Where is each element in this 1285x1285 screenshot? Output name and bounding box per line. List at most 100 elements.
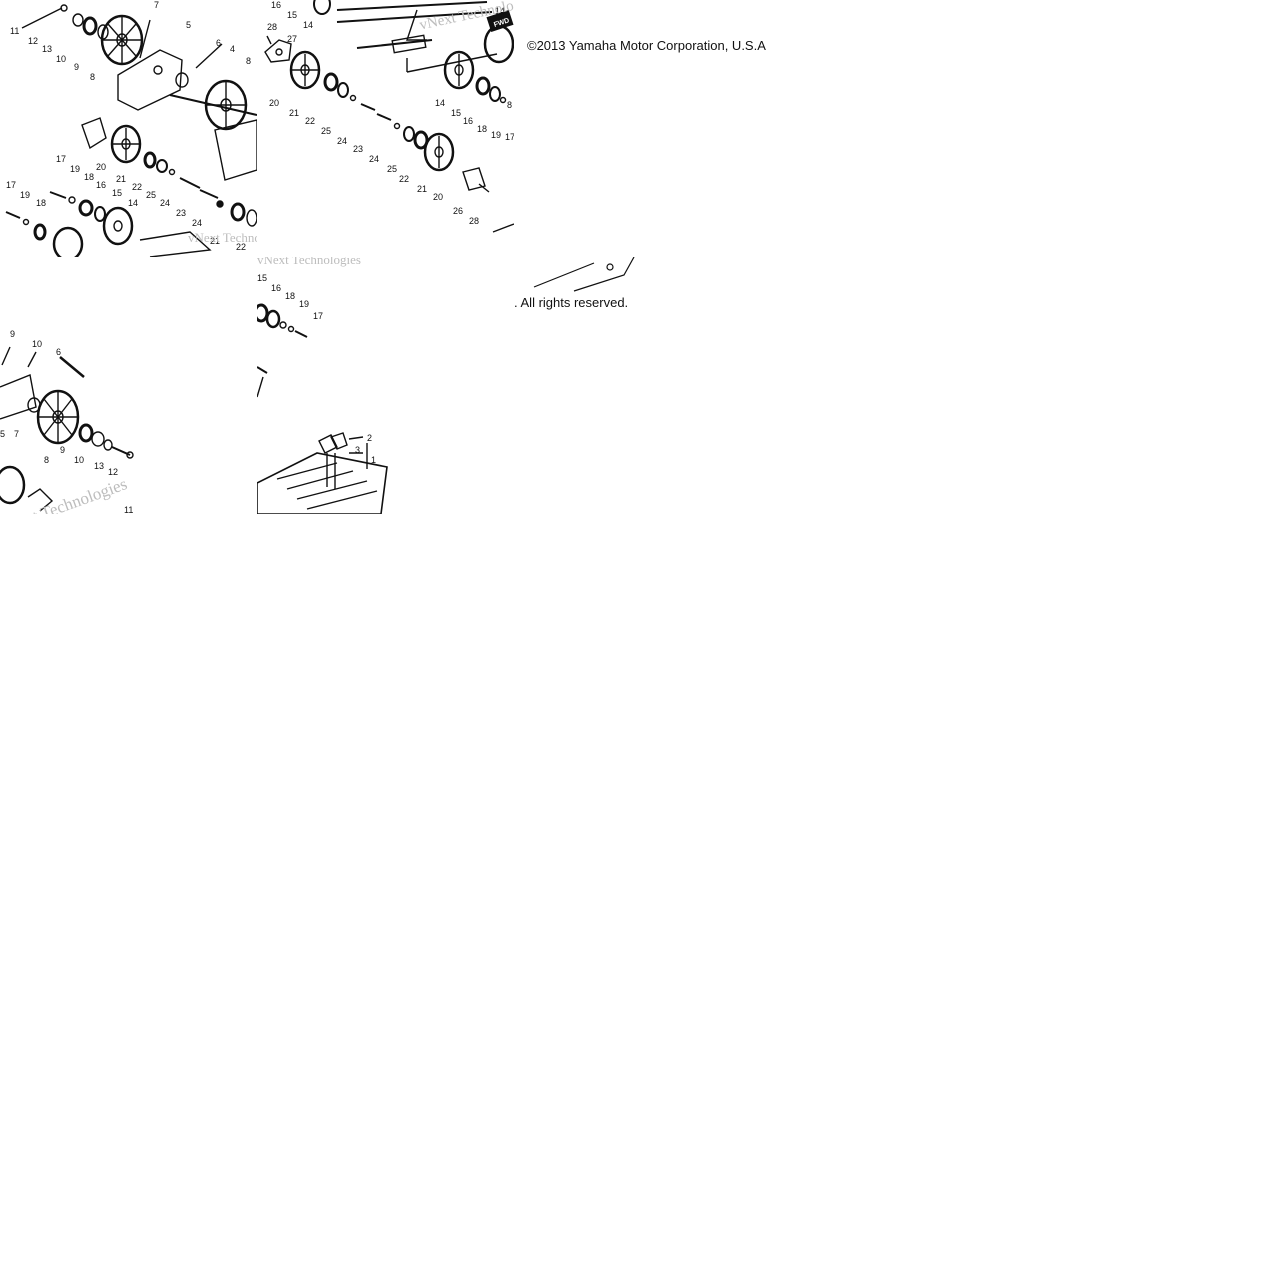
- idler-wheel-small: [102, 206, 134, 246]
- part-callout-number: 16: [463, 116, 473, 126]
- washer: [168, 168, 176, 176]
- copyright-tile-bottom: . All rights reserved.: [514, 257, 644, 317]
- bearing: [78, 199, 94, 217]
- slide-rail: [336, 1, 488, 11]
- part-callout-number: 3: [355, 445, 360, 455]
- part-callout-number: 21: [116, 174, 126, 184]
- leader-line: [1, 346, 11, 366]
- bolt-head: [60, 4, 68, 12]
- part-callout-number: 1: [371, 455, 376, 465]
- bearing: [143, 151, 157, 169]
- callout-bracket: [348, 436, 368, 469]
- pin: [195, 43, 223, 69]
- part-callout-number: 20: [269, 98, 279, 108]
- idler-wheel-small: [443, 50, 475, 90]
- tile1-label-layer: 1112131098756482021222524232417191816151…: [6, 0, 257, 252]
- part-callout-number: 12: [28, 36, 38, 46]
- part-callout-number: 14: [128, 198, 138, 208]
- part-callout-number: 16: [271, 283, 281, 293]
- washer: [499, 96, 507, 104]
- exploded-view-suspension-frame: [264, 0, 514, 233]
- bolt: [294, 330, 308, 338]
- part-callout-number: 19: [491, 130, 501, 140]
- frame-strut: [406, 9, 427, 41]
- bolt: [478, 183, 490, 193]
- collar: [265, 309, 281, 329]
- part-callout-number: 8: [246, 56, 251, 66]
- bolt: [266, 35, 272, 45]
- track-lug: [276, 462, 378, 510]
- diagram-fragment: [533, 257, 635, 292]
- part-callout-number: 15: [287, 10, 297, 20]
- part-callout-number: 13: [94, 461, 104, 471]
- part-callout-number: 7: [14, 429, 19, 439]
- collar: [94, 206, 106, 222]
- rights-text: . All rights reserved.: [514, 295, 629, 310]
- part-callout-number: 18: [477, 124, 487, 134]
- frame-line: [573, 257, 635, 292]
- part-callout-number: 14: [435, 98, 445, 108]
- part-callout-number: 5: [0, 429, 5, 439]
- part-callout-number: 16: [96, 180, 106, 190]
- track-belt: [257, 452, 388, 514]
- part-callout-number: 9: [74, 62, 79, 72]
- frame-rail: [139, 231, 212, 257]
- idler-wheel-small: [52, 226, 84, 257]
- wheel-edge: [246, 209, 257, 227]
- washer: [349, 94, 357, 102]
- leader-line: [257, 376, 264, 398]
- washer: [103, 439, 113, 451]
- spacer: [175, 72, 189, 88]
- part-callout-number: 4: [230, 44, 235, 54]
- swing-arm: [0, 374, 37, 420]
- bracket-hole: [153, 65, 163, 75]
- part-callout-number: 17: [56, 154, 66, 164]
- part-callout-number: 18: [84, 172, 94, 182]
- idler-wheel-small: [423, 132, 455, 172]
- part-callout-number: 21: [289, 108, 299, 118]
- idler-wheel-small: [0, 465, 26, 505]
- part-callout-number: 21: [417, 184, 427, 194]
- washer: [72, 13, 84, 27]
- part-callout-number: 10: [32, 339, 42, 349]
- bearing: [230, 202, 246, 222]
- part-callout-number: 11: [10, 26, 19, 36]
- part-callout-number: 19: [70, 164, 80, 174]
- part-callout-number: 15: [257, 273, 267, 283]
- leader-line: [492, 223, 514, 233]
- part-callout-number: 28: [267, 22, 277, 32]
- washer: [279, 321, 287, 329]
- swing-arm-bracket: [117, 49, 183, 111]
- part-callout-number: 24: [160, 198, 170, 208]
- bearing: [323, 72, 339, 92]
- bearing: [413, 130, 429, 150]
- bearing: [257, 303, 269, 323]
- bolt-head: [126, 451, 134, 459]
- part-callout-number: 21: [210, 236, 220, 246]
- part-callout-number: 9: [10, 329, 15, 339]
- exploded-view-track: [257, 303, 388, 514]
- idler-wheel: [100, 14, 144, 66]
- collar: [489, 86, 501, 102]
- collar: [337, 82, 349, 98]
- part-callout-number: 9: [60, 445, 65, 455]
- bolt: [179, 177, 201, 189]
- part-callout-number: 10: [74, 455, 84, 465]
- bolt-line: [21, 7, 63, 29]
- track-clip: [318, 434, 338, 454]
- part-callout-number: 10: [56, 54, 66, 64]
- mount-bracket: [264, 39, 292, 63]
- bolt-head: [606, 263, 614, 271]
- part-callout-number: 5: [186, 20, 191, 30]
- mount-bracket: [81, 117, 107, 150]
- part-callout-number: 23: [353, 144, 363, 154]
- part-callout-number: 28: [469, 216, 479, 226]
- track-clip: [330, 432, 348, 450]
- idler-wheel: [204, 79, 248, 131]
- washer: [68, 196, 76, 204]
- part-callout-number: 24: [369, 154, 379, 164]
- part-callout-number: 17: [505, 132, 514, 142]
- part-callout-number: 22: [399, 174, 409, 184]
